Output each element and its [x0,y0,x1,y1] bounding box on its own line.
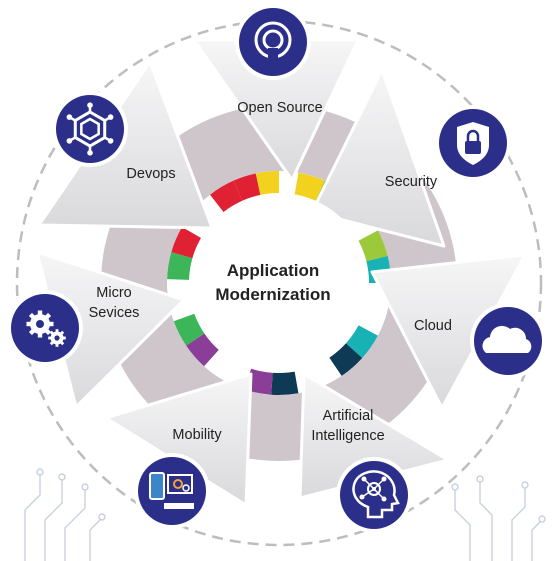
center-title-line-1: Application [227,261,320,280]
segment-devops: Devops [37,60,214,230]
icon-badge [7,290,83,366]
segment-label: Intelligence [311,428,384,444]
accent-arc [233,173,261,201]
accent-arc [173,313,205,346]
segment-label: Security [385,174,438,190]
icon-badge [336,457,412,533]
segment-label: Mobility [172,427,222,443]
ai-head-icon [352,470,400,519]
mobile-devices-icon [149,472,194,509]
accent-arc [358,230,388,262]
segment-open source: Open Source [192,4,360,182]
segment-security: Security [310,68,511,248]
icon-badge [52,91,128,167]
open-source-icon [254,21,292,62]
segment-label: Sevices [89,305,140,321]
accent-arc [167,252,193,280]
accent-arc [345,325,378,358]
shield-lock-icon [457,122,489,165]
icon-badge [470,303,546,379]
circuit-decoration [24,468,546,561]
accent-arc [294,172,325,201]
icon-badge [235,4,311,80]
accent-arc [210,180,243,213]
segment-label: Micro [96,285,131,301]
segment-label: Cloud [414,318,452,334]
segment-mobility: Mobility [104,372,253,529]
icon-badge [134,453,210,529]
accent-arc [186,333,219,367]
segment-label: Open Source [237,100,322,116]
segment-label: Devops [126,166,175,182]
center-disc [189,193,369,373]
accent-arc [255,171,279,195]
accent-arc [171,227,202,259]
gears-icon [26,310,66,347]
accent-arc [271,371,299,395]
hexagon-network-icon [66,102,114,156]
center-title-line-2: Modernization [215,285,330,304]
segment-label: Artificial [323,408,374,424]
accent-arc [329,343,363,376]
segment-pointer [310,68,446,248]
segment-cloud: Cloud [370,253,546,410]
cloud-icon [482,325,532,353]
icon-badge [435,105,511,181]
